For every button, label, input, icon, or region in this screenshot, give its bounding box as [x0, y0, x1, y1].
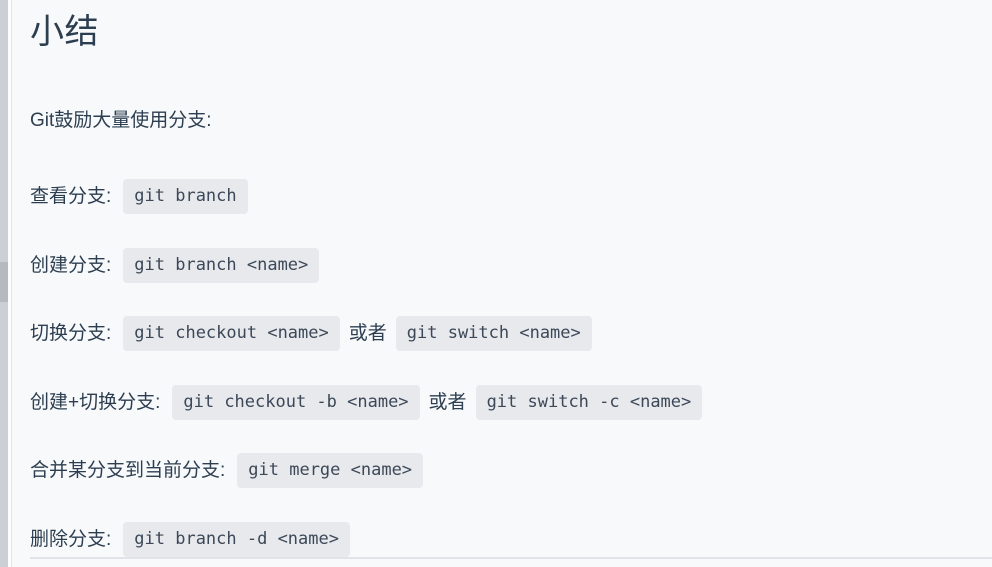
row-create-switch-branch: 创建+切换分支: git checkout -b <name> 或者 git s…: [30, 385, 703, 420]
row-delete-branch: 删除分支: git branch -d <name>: [30, 522, 350, 557]
row-label: 创建+切换分支:: [30, 391, 161, 413]
section-divider: [30, 557, 992, 559]
scrollbar-thumb[interactable]: [0, 262, 8, 302]
row-merge-branch: 合并某分支到当前分支: git merge <name>: [30, 453, 424, 488]
gutter-stripe: [8, 0, 11, 567]
command-badge[interactable]: git checkout <name>: [123, 316, 340, 351]
command-badge[interactable]: git branch -d <name>: [123, 522, 350, 557]
page-title: 小结: [30, 13, 99, 51]
row-label: 切换分支:: [30, 322, 112, 344]
command-badge-alt[interactable]: git switch <name>: [395, 316, 592, 351]
article-content: 小结 Git鼓励大量使用分支: 查看分支: git branch 创建分支: g…: [30, 0, 992, 567]
intro-paragraph: Git鼓励大量使用分支:: [30, 107, 212, 135]
command-badge[interactable]: git checkout -b <name>: [172, 385, 420, 420]
row-view-branch: 查看分支: git branch: [30, 179, 248, 214]
row-create-branch: 创建分支: git branch <name>: [30, 248, 320, 283]
vertical-scrollbar[interactable]: [0, 0, 8, 567]
gutter-edge-line: [11, 0, 12, 567]
command-badge-alt[interactable]: git switch -c <name>: [475, 385, 703, 420]
row-label: 合并某分支到当前分支:: [30, 459, 226, 481]
command-badge[interactable]: git branch: [123, 179, 248, 214]
row-label: 删除分支:: [30, 528, 112, 550]
row-label: 创建分支:: [30, 254, 112, 276]
or-separator: 或者: [348, 322, 387, 344]
intro-text: Git鼓励大量使用分支:: [30, 110, 212, 131]
or-separator: 或者: [428, 391, 467, 413]
command-badge[interactable]: git merge <name>: [237, 453, 424, 488]
row-label: 查看分支:: [30, 185, 112, 207]
row-switch-branch: 切换分支: git checkout <name> 或者 git switch …: [30, 316, 592, 351]
command-badge[interactable]: git branch <name>: [123, 248, 320, 283]
